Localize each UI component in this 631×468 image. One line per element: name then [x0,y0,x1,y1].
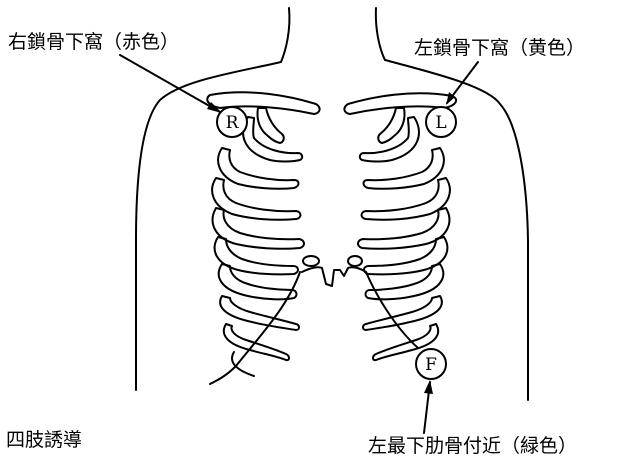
label-left-subclavian: 左鎖骨下窩（黄色） [414,39,585,58]
electrode-l-label: L [435,113,446,133]
electrode-f-label: F [425,355,437,375]
electrode-r-label: R [226,113,240,133]
label-limb-leads: 四肢誘導 [6,431,82,450]
torso-outline-right [385,60,528,400]
costal-margin-right [366,272,418,348]
neck-line-left [281,8,289,62]
arrow-foot-head [424,380,433,394]
arrow-right-line [120,55,220,112]
label-right-subclavian: 右鎖骨下窩（赤色） [8,33,179,52]
ribs-left [212,108,304,376]
label-left-lowest-rib: 左最下肋骨付近（緑色） [368,437,577,456]
neck-line-right [376,8,385,60]
costal-ring-left [303,256,319,266]
torso-outline-left [136,62,281,390]
sternum-base [302,267,366,286]
costal-ring-right [348,256,362,266]
ribs-right [358,108,450,360]
